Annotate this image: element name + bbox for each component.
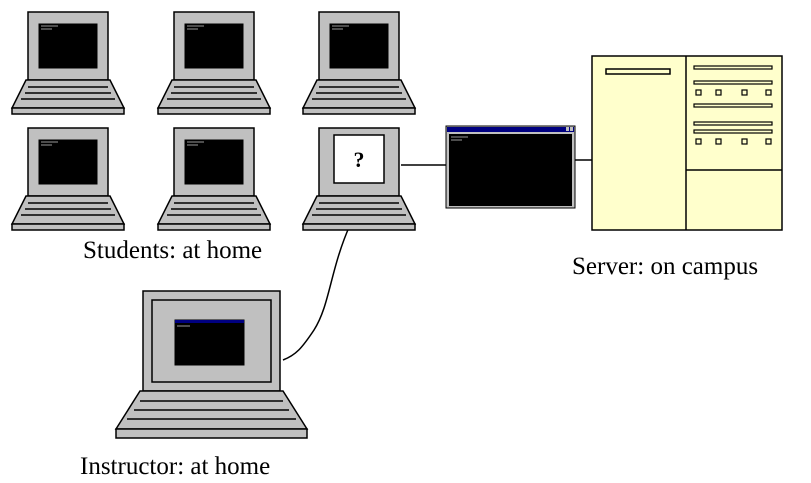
student-laptop-6: ?	[301, 127, 417, 231]
terminal-screen	[449, 134, 572, 206]
student-laptop-2	[157, 11, 271, 115]
student-laptop-3	[302, 11, 416, 115]
instructor-label: Instructor: at home	[80, 453, 270, 480]
terminal-window	[445, 125, 576, 209]
student-laptop-4	[11, 127, 125, 231]
unknown-screen	[333, 134, 385, 184]
student-laptop-1	[11, 11, 125, 115]
instructor-screen	[174, 319, 245, 366]
students-label: Students: at home	[83, 237, 262, 264]
student-laptop-5	[157, 127, 271, 231]
campus-server	[591, 55, 783, 231]
connection-lines	[282, 159, 592, 361]
question-mark: ?	[354, 147, 365, 172]
link-laptop-to-instructor	[282, 224, 351, 361]
window-titlebar	[447, 127, 574, 132]
instructor-laptop	[114, 290, 309, 439]
drive-slot	[605, 68, 671, 75]
server-label: Server: on campus	[572, 253, 758, 280]
